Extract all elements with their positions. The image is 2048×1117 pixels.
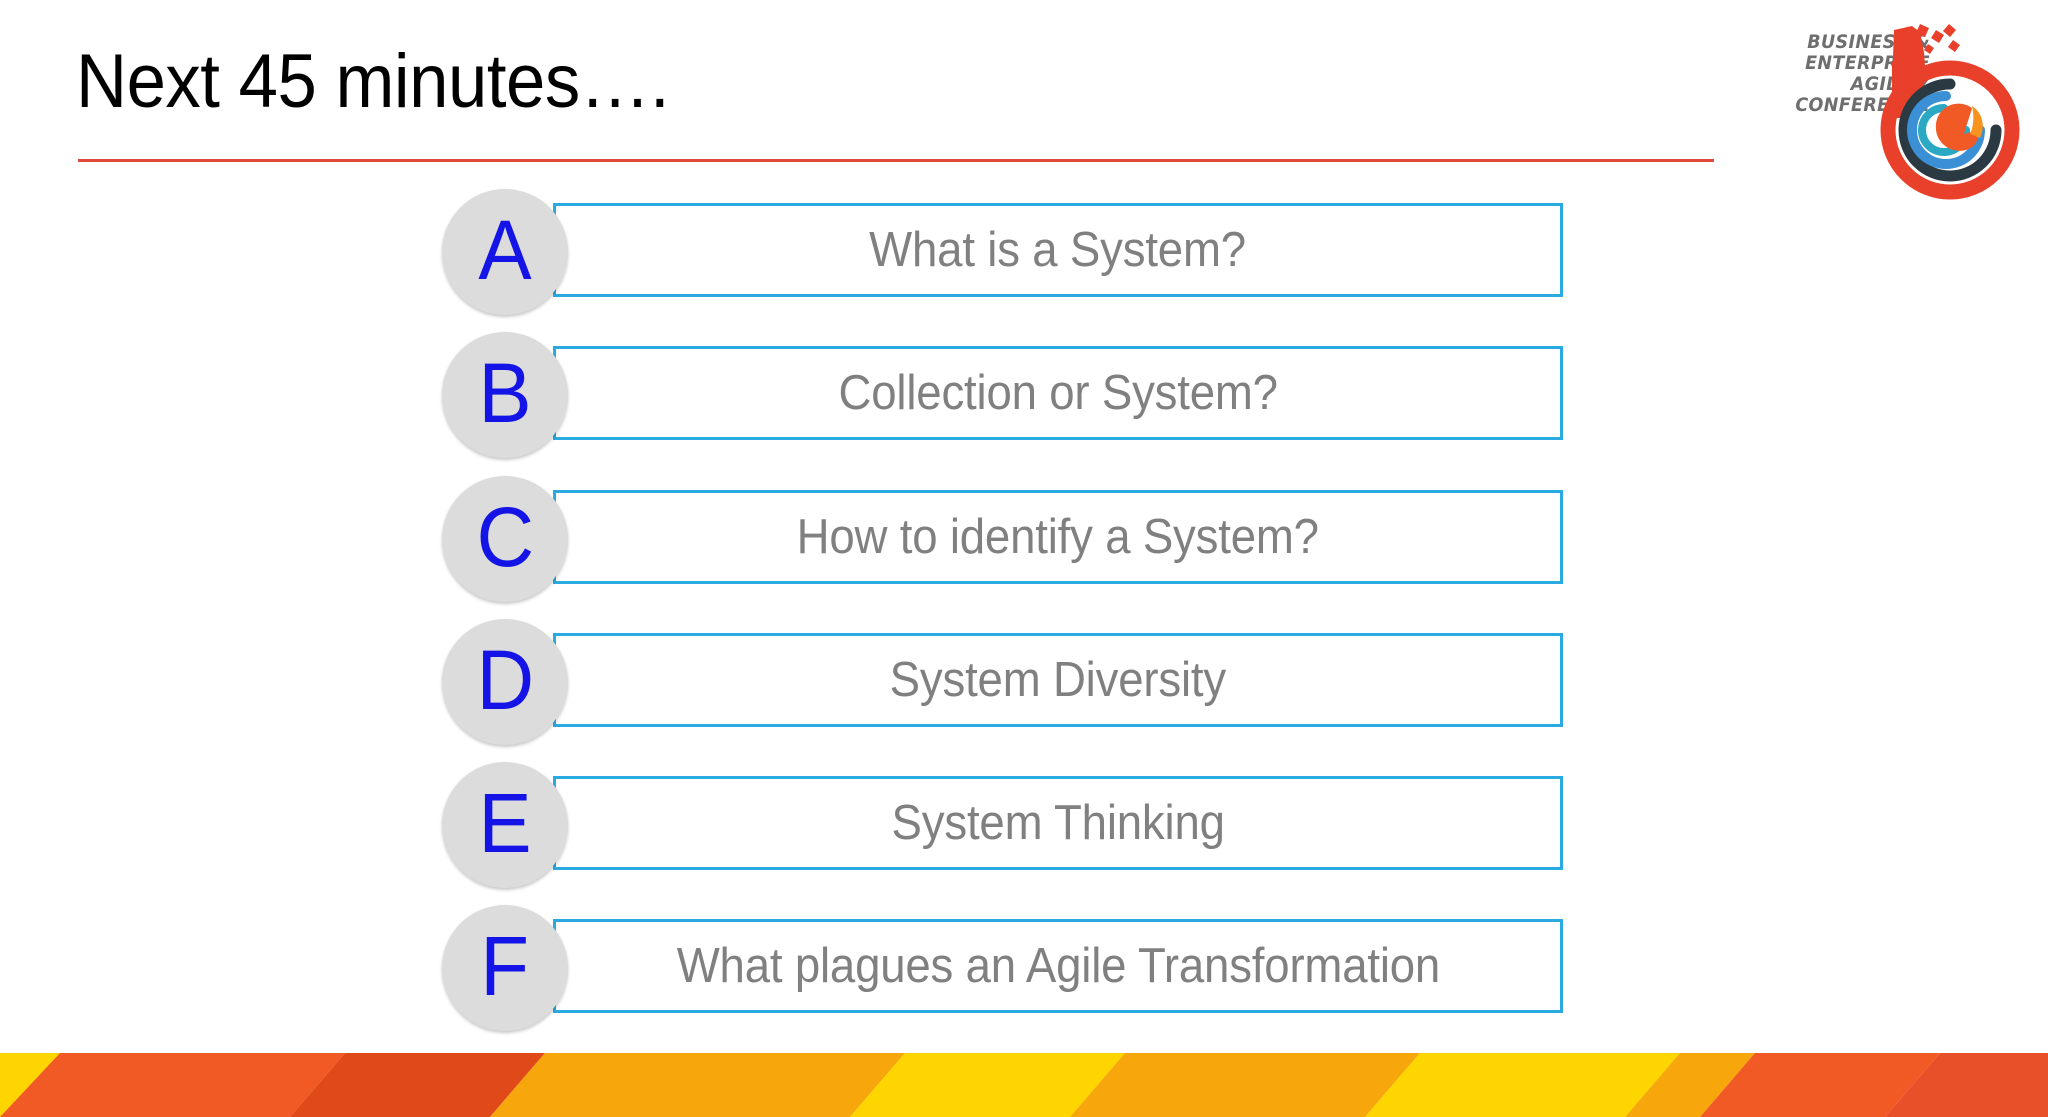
title-underline-rule	[78, 159, 1714, 162]
agenda-item-box-a[interactable]: What is a System?	[553, 203, 1563, 297]
agenda-item-box-e[interactable]: System Thinking	[553, 776, 1563, 870]
agenda-row-a[interactable]: What is a System? A	[442, 189, 1568, 315]
agenda-item-label-f: What plagues an Agile Transformation	[676, 938, 1440, 993]
agenda-badge-c: C	[442, 476, 568, 602]
agenda-item-label-c: How to identify a System?	[796, 509, 1320, 564]
agenda-badge-letter-c: C	[476, 490, 534, 584]
agenda-row-f[interactable]: What plagues an Agile Transformation F	[442, 905, 1568, 1031]
agenda-badge-b: B	[442, 332, 568, 458]
agenda-badge-a: A	[442, 189, 568, 315]
agenda-badge-letter-e: E	[478, 776, 532, 870]
agenda-badge-d: D	[442, 619, 568, 745]
agenda-row-b[interactable]: Collection or System? B	[442, 332, 1568, 458]
agenda-item-label-b: Collection or System?	[838, 365, 1278, 420]
footer-color-band	[0, 1053, 2048, 1117]
agenda-item-label-a: What is a System?	[869, 222, 1247, 277]
conference-logo: BUSINESS & ENTERPRISE AGILITY CONFERENCE	[1734, 22, 2034, 202]
agenda-row-c[interactable]: How to identify a System? C	[442, 476, 1568, 602]
agenda-item-box-c[interactable]: How to identify a System?	[553, 490, 1563, 584]
agenda-item-box-f[interactable]: What plagues an Agile Transformation	[553, 919, 1563, 1013]
agenda-item-label-e: System Thinking	[891, 795, 1225, 850]
agenda-row-d[interactable]: System Diversity D	[442, 619, 1568, 745]
agenda-item-box-b[interactable]: Collection or System?	[553, 346, 1563, 440]
agenda-item-box-d[interactable]: System Diversity	[553, 633, 1563, 727]
agenda-badge-letter-a: A	[478, 203, 532, 297]
agenda-badge-e: E	[442, 762, 568, 888]
agenda-badge-f: F	[442, 905, 568, 1031]
agenda-row-e[interactable]: System Thinking E	[442, 762, 1568, 888]
page-title: Next 45 minutes….	[76, 39, 670, 124]
agenda-badge-letter-f: F	[480, 919, 530, 1013]
agenda-item-label-d: System Diversity	[889, 652, 1227, 707]
agenda-badge-letter-d: D	[476, 633, 534, 727]
agenda-badge-letter-b: B	[478, 346, 532, 440]
logo-bea-mark-icon	[1854, 22, 2034, 202]
